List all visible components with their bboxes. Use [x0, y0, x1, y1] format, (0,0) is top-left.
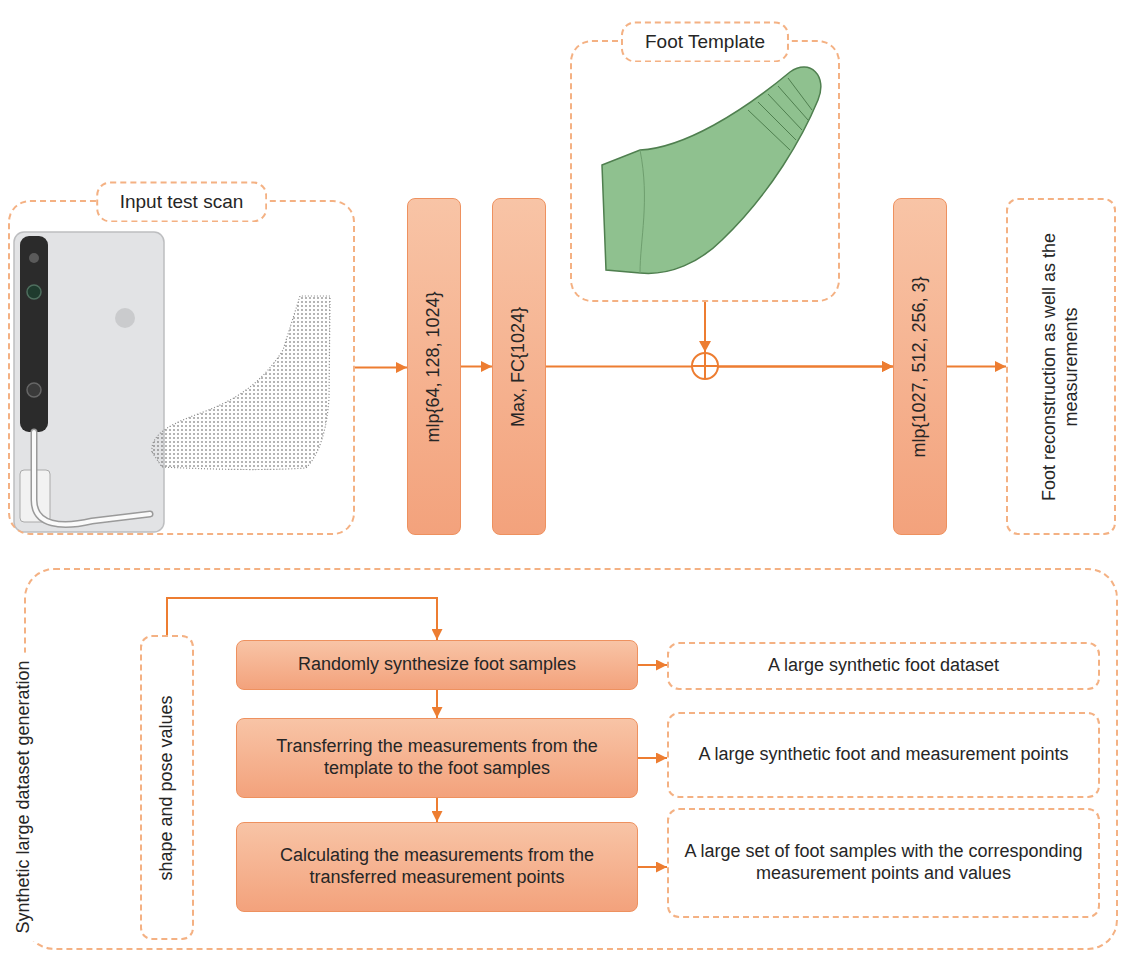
dataset-region: Synthetic large dataset generationshape …: [24, 568, 1118, 950]
flow-arrow: [461, 366, 492, 368]
result-box: A large synthetic foot dataset: [667, 642, 1100, 690]
point-cloud-foot: [152, 296, 330, 470]
flow-arrow: [947, 366, 1006, 368]
input-panel: Input test scan: [8, 200, 355, 535]
box-label: shape and pose values: [156, 644, 178, 931]
result-box: A large set of foot samples with the cor…: [667, 808, 1100, 918]
input-box: shape and pose values: [140, 635, 194, 940]
flow-arrow: [638, 757, 667, 759]
box-label: A large synthetic foot dataset: [768, 655, 999, 677]
region-label: Synthetic large dataset generation: [13, 652, 35, 941]
box-label: mlp{1027, 512, 256, 3}: [909, 207, 931, 526]
process-box: Transferring the measurements from the t…: [236, 718, 638, 798]
box-label: Calculating the measurements from the tr…: [251, 845, 623, 889]
layer-box: mlp{1027, 512, 256, 3}: [893, 198, 947, 535]
process-box: Calculating the measurements from the tr…: [236, 822, 638, 912]
panel-heading: Foot Template: [621, 21, 789, 62]
flow-arrow: [638, 664, 667, 666]
box-label: Randomly synthesize foot samples: [298, 654, 576, 676]
flow-arrow: [167, 598, 437, 640]
box-label: Max, FC{1024}: [508, 207, 530, 526]
flow-arrow: [436, 690, 438, 718]
box-label: Foot reconstruction as well as the measu…: [1039, 207, 1083, 526]
result-box: A large synthetic foot and measurement p…: [667, 712, 1100, 798]
box-label: A large synthetic foot and measurement p…: [698, 744, 1068, 766]
output-box: Foot reconstruction as well as the measu…: [1006, 198, 1116, 535]
flow-arrow: [355, 367, 407, 369]
template-panel: Foot Template: [570, 40, 840, 302]
box-label: Transferring the measurements from the t…: [251, 736, 623, 780]
flow-arrow: [436, 798, 438, 822]
flow-arrow: [705, 302, 893, 367]
box-label: mlp{64, 128, 1024}: [423, 207, 445, 526]
panel-heading: Input test scan: [96, 181, 268, 222]
process-box: Randomly synthesize foot samples: [236, 640, 638, 690]
layer-box: Max, FC{1024}: [492, 198, 546, 535]
flow-arrow: [638, 866, 667, 868]
layer-box: mlp{64, 128, 1024}: [407, 198, 461, 535]
sum-junction: [692, 341, 718, 379]
tablet-scanner: [14, 232, 164, 532]
box-label: A large set of foot samples with the cor…: [683, 841, 1084, 885]
foot-template-mesh: [602, 67, 821, 273]
